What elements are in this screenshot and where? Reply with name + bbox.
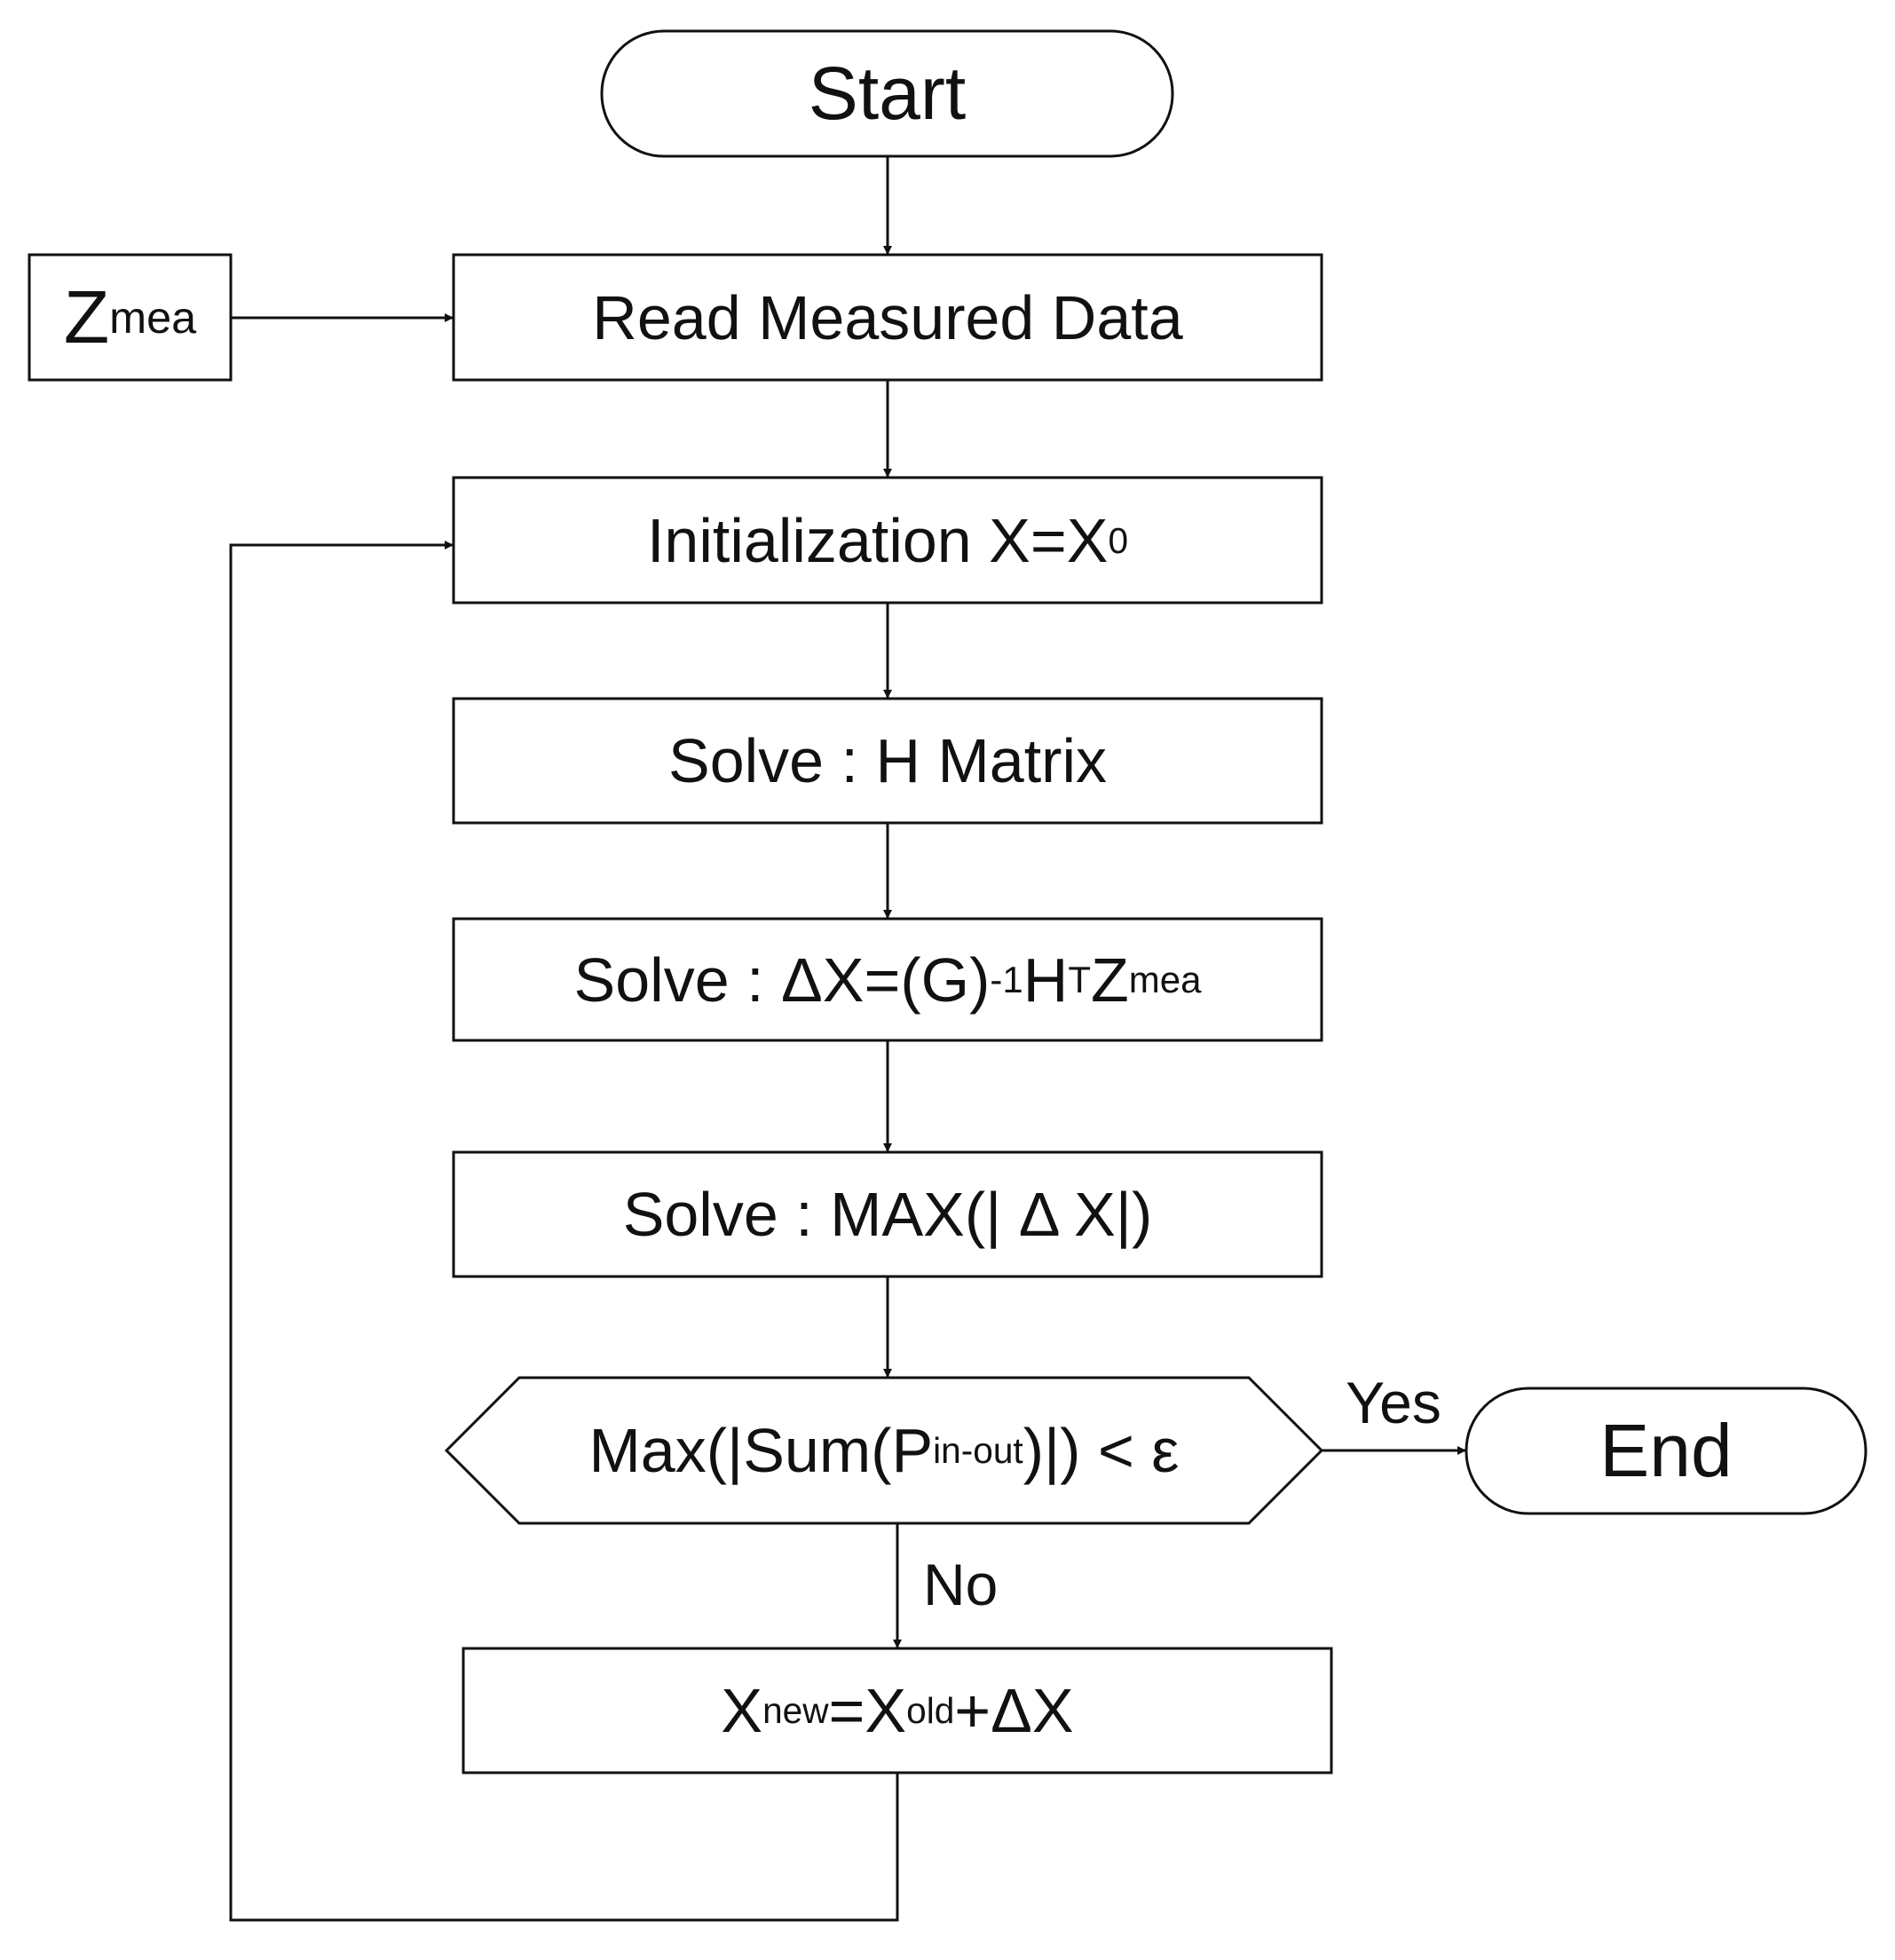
update-tail: +ΔX	[954, 1676, 1074, 1745]
update-eq: =X	[828, 1676, 907, 1745]
end-label: End	[1599, 1409, 1733, 1492]
update-x1: X	[721, 1676, 763, 1745]
solve-dx-prefix: Solve : ΔX=(G)	[573, 944, 991, 1015]
decision-prefix: Max(|Sum(P	[588, 1416, 934, 1485]
solve-max-label: Solve : MAX(| Δ X|)	[622, 1180, 1153, 1249]
initialization-text: Initialization X=X	[646, 505, 1109, 575]
end-terminal	[1465, 1387, 1867, 1515]
solve-dx-z: Z	[1090, 944, 1129, 1015]
solve-dx-h: H	[1023, 944, 1069, 1015]
read-measured-data-label: Read Measured Data	[592, 282, 1183, 352]
no-label: No	[923, 1552, 999, 1617]
yes-label: Yes	[1346, 1370, 1441, 1435]
start-label: Start	[808, 51, 967, 135]
zmea-base: Z	[63, 275, 110, 359]
decision-suffix: )|) < ε	[1023, 1416, 1180, 1485]
solve-h-matrix-label: Solve : H Matrix	[668, 726, 1107, 795]
loop-back-to-initialization	[229, 541, 899, 1922]
